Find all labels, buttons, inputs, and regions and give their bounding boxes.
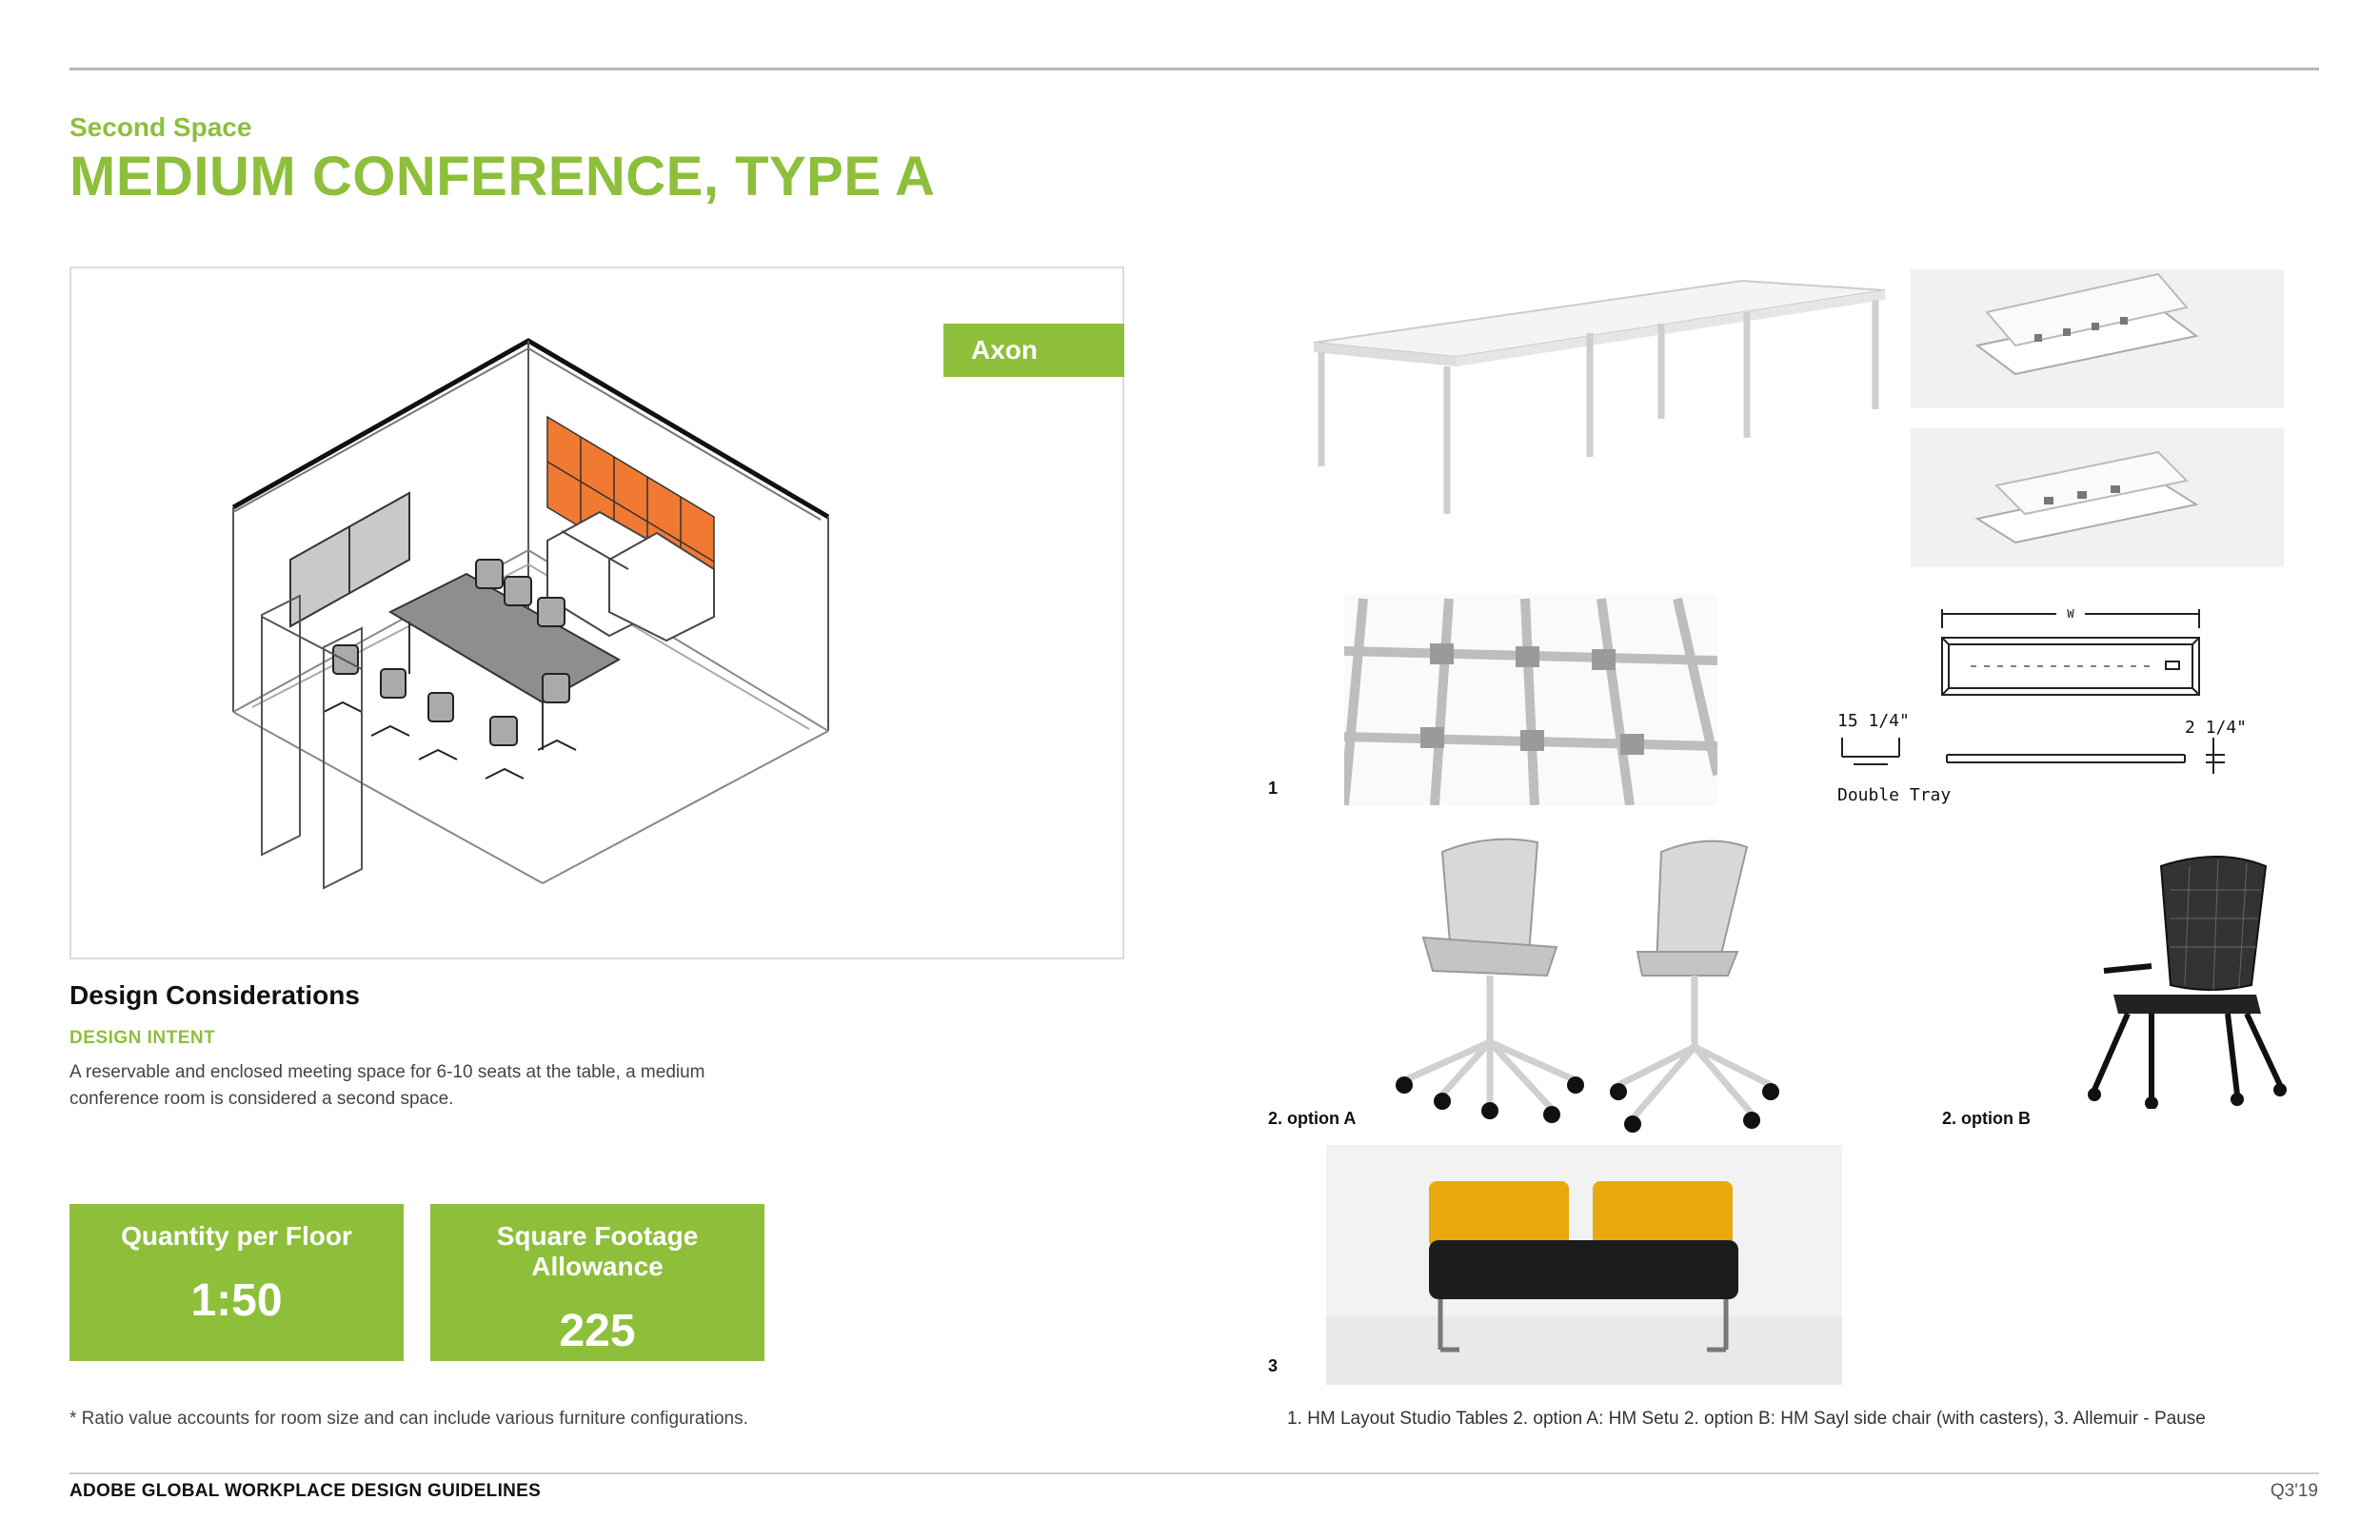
stat-square-footage: Square Footage Allowance 225	[430, 1204, 764, 1361]
axon-room-drawing	[231, 338, 830, 890]
stat-value: 225	[559, 1306, 636, 1356]
page-title: MEDIUM CONFERENCE, TYPE A	[69, 146, 936, 207]
caption-1: 1	[1268, 779, 1279, 798]
stat-label: Square Footage Allowance	[496, 1221, 699, 1281]
tray-dim-side: 2 1/4"	[2185, 718, 2247, 738]
footer-version: Q3'19	[2270, 1481, 2318, 1501]
footer-guidelines-title: ADOBE GLOBAL WORKPLACE DESIGN GUIDELINES	[69, 1481, 542, 1501]
section-subtitle: Second Space	[69, 112, 252, 142]
furniture-credits: 1. HM Layout Studio Tables 2. option A: …	[1287, 1409, 2206, 1429]
footnote: * Ratio value accounts for room size and…	[69, 1409, 748, 1429]
caption-3: 3	[1268, 1356, 1279, 1375]
design-intent-body: A reservable and enclosed meeting space …	[69, 1062, 705, 1109]
tray-label: Double Tray	[1837, 785, 1951, 805]
tray-dim-height: 15 1/4"	[1837, 711, 1910, 731]
table-frame-detail-image	[1344, 594, 1717, 805]
caption-2-option-b: 2. option B	[1942, 1109, 2031, 1128]
stat-label: Quantity per Floor	[121, 1221, 352, 1251]
design-intent-heading: DESIGN INTENT	[69, 1028, 216, 1048]
header-rule	[69, 68, 2319, 70]
axon-tag: Axon	[943, 324, 1124, 377]
design-considerations-heading: Design Considerations	[69, 980, 360, 1010]
stat-quantity-per-floor: Quantity per Floor 1:50	[69, 1204, 404, 1361]
caption-2-option-a: 2. option A	[1268, 1109, 1357, 1128]
footer-rule	[69, 1472, 2319, 1474]
sayl-side-chair-image	[2088, 856, 2287, 1109]
double-tray-drawing: W 15 1/4" 2 1/4" Double Tray	[1837, 607, 2247, 805]
stat-value: 1:50	[190, 1275, 283, 1326]
studio-table-image	[1313, 279, 1886, 514]
power-module-image-2	[1911, 428, 2284, 567]
power-module-image-1	[1911, 269, 2284, 408]
setu-chairs-image	[1396, 838, 1779, 1133]
pause-sofa-image	[1326, 1145, 1842, 1385]
tray-width-mark: W	[2067, 607, 2074, 621]
